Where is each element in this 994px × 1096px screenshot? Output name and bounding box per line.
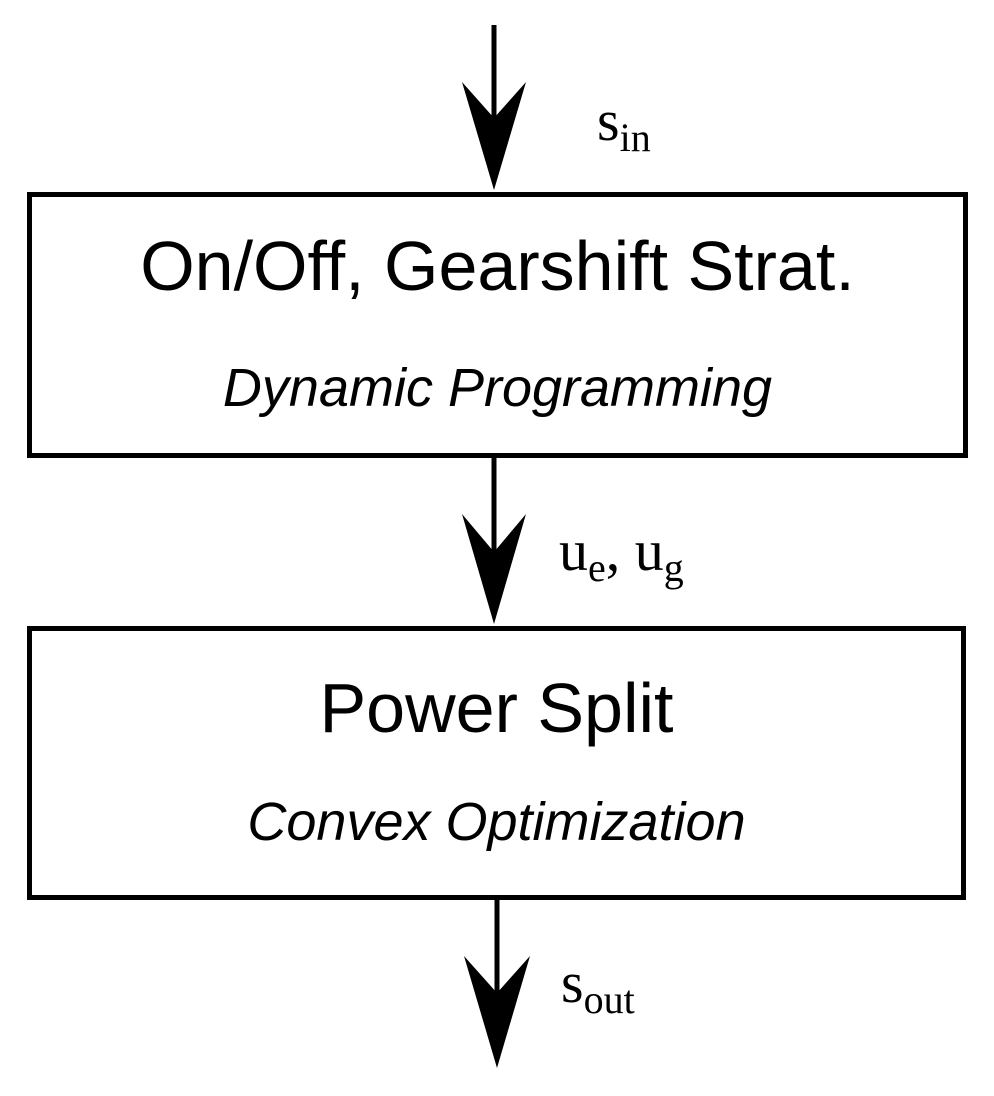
arrow-output (464, 898, 530, 1068)
power-split-block-title: Power Split (319, 669, 674, 747)
signal-separator: , (605, 518, 635, 583)
signal-middle-label: ue, ug (559, 522, 684, 588)
signal-ug-sub: g (663, 545, 684, 591)
arrow-middle (462, 456, 526, 624)
signal-output-sub: out (583, 977, 635, 1023)
signal-input-base: s (597, 88, 620, 153)
signal-ue-base: u (559, 518, 588, 583)
signal-output-label: sout (561, 954, 635, 1020)
strategy-block: On/Off, Gearshift Strat. Dynamic Program… (27, 192, 968, 458)
signal-ug-base: u (634, 518, 664, 583)
signal-input-label: sin (597, 92, 651, 158)
power-split-block: Power Split Convex Optimization (27, 626, 966, 900)
strategy-block-method: Dynamic Programming (222, 358, 773, 418)
signal-output-base: s (561, 950, 584, 1015)
arrow-input (462, 25, 526, 190)
power-split-block-method: Convex Optimization (247, 792, 746, 852)
signal-ue-sub: e (588, 545, 606, 591)
strategy-block-title: On/Off, Gearshift Strat. (140, 227, 855, 305)
signal-input-sub: in (619, 115, 651, 161)
